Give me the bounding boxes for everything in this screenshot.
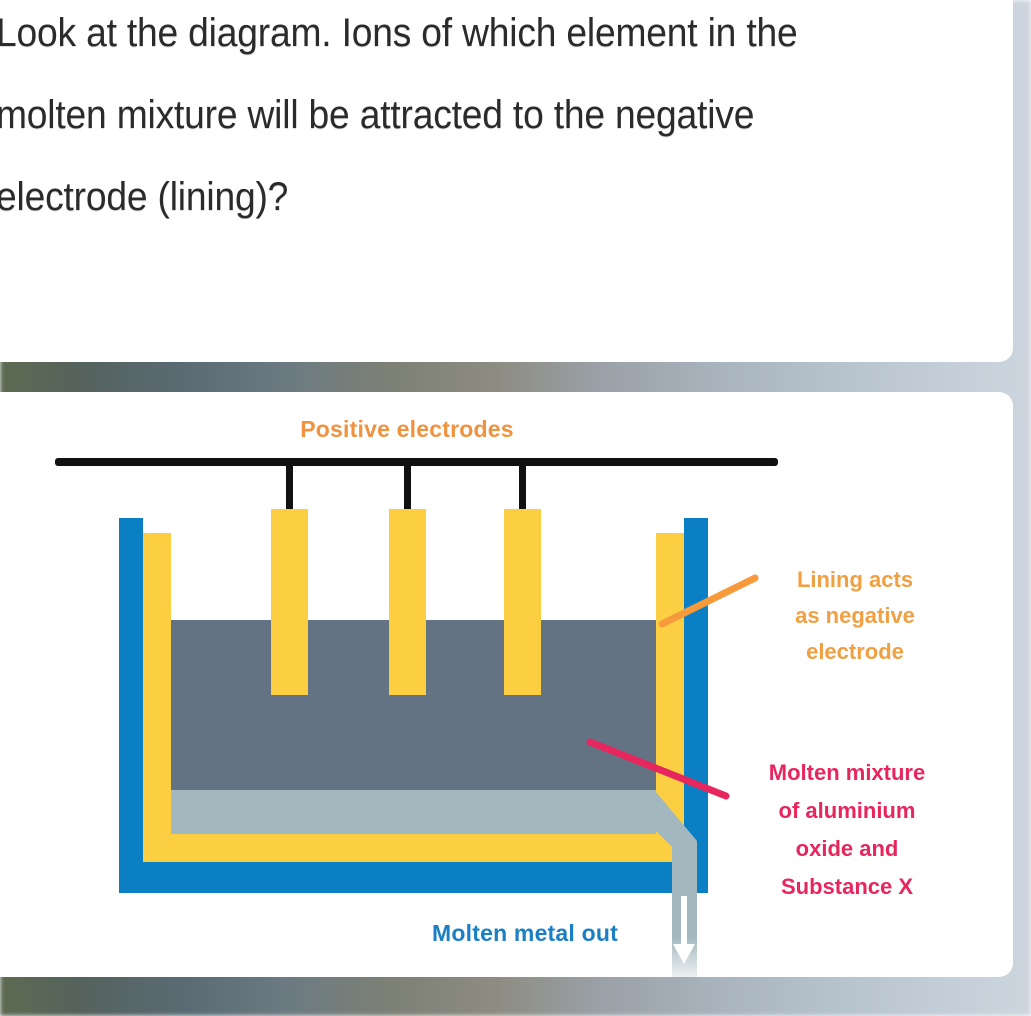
label-molten-metal-out: Molten metal out — [432, 920, 618, 946]
electrolysis-cell-diagram: Positive electrodes Lining acts as negat… — [0, 392, 1013, 977]
label-molten-mixture: Molten mixture of aluminium oxide and Su… — [768, 760, 926, 899]
outflow-arrow — [673, 896, 695, 964]
electrode-rod-3 — [519, 464, 526, 509]
carbon-lining-floor — [143, 834, 684, 862]
question-text: Look at the diagram. Ions of which eleme… — [0, 11, 798, 219]
tap-spout — [625, 792, 697, 977]
electrode-2 — [389, 509, 426, 695]
lining-leader-line — [658, 574, 759, 628]
cell-outer-wall-floor — [119, 862, 708, 893]
electrode-1 — [271, 509, 308, 695]
electrode-3 — [504, 509, 541, 695]
busbar — [55, 458, 778, 466]
molten-metal-layer — [171, 790, 656, 834]
cell-outer-wall-left — [119, 518, 143, 893]
electrode-rod-1 — [286, 464, 293, 509]
label-positive-electrodes: Positive electrodes — [300, 416, 514, 442]
carbon-lining-left — [143, 533, 171, 862]
label-lining-negative-electrode: Lining acts as negative electrode — [795, 567, 915, 664]
electrode-rod-2 — [404, 464, 411, 509]
question-card: Look at the diagram. Ions of which eleme… — [0, 0, 1013, 362]
molten-mixture-leader-line — [586, 738, 730, 800]
